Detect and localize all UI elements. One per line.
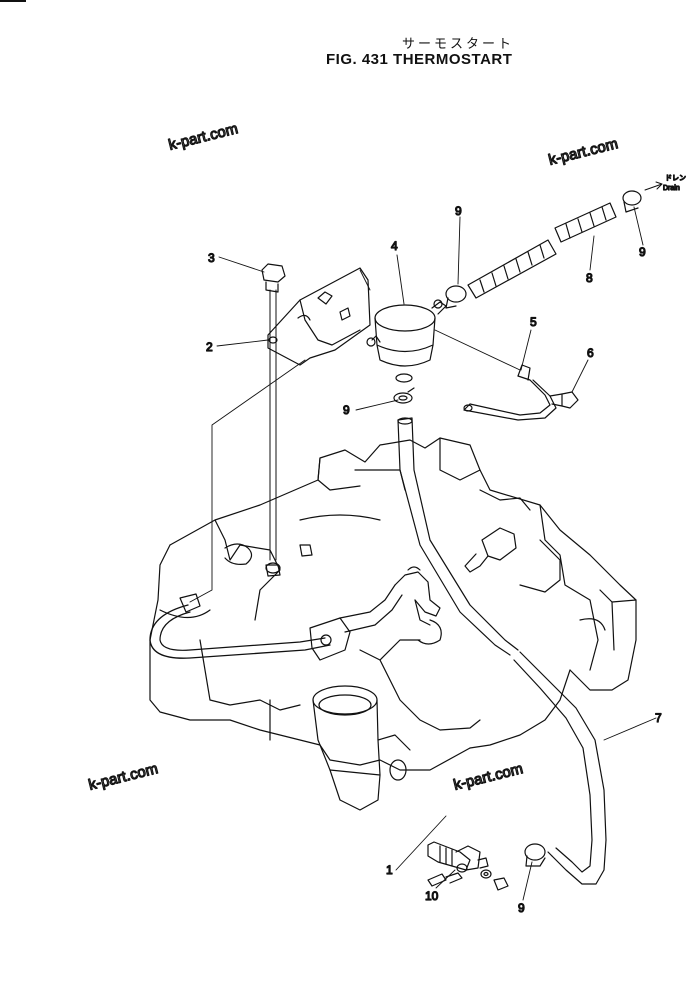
assembly-line: [359, 269, 371, 291]
bracket-part-2: [267, 267, 371, 366]
callout-leaders: [216, 206, 657, 901]
terminal-bolt-part-10: [427, 863, 509, 891]
callout-6: 6: [587, 346, 594, 360]
corner-mark: [0, 0, 26, 2]
water-outlet-housing: [312, 685, 411, 811]
callout-5: 5: [530, 315, 537, 329]
bolt-part-6: [549, 391, 579, 409]
callout-2: 2: [206, 340, 213, 354]
watermark: k-part.com: [547, 135, 620, 169]
hose-clamp-9-mid: [393, 387, 415, 404]
hose-part-7: [397, 417, 607, 885]
thermostart-sensor: [427, 841, 489, 871]
callout-10: 10: [425, 889, 439, 903]
fuel-cup-part-4: [366, 299, 447, 383]
engine-block: [149, 437, 637, 771]
hose-clamp-9-upper: [445, 285, 467, 309]
callout-9-top: 9: [639, 245, 646, 259]
watermark: k-part.com: [87, 760, 160, 794]
callout-4: 4: [391, 239, 398, 253]
hose-clamp-9-top: [622, 190, 642, 213]
drain-arrow-head: [655, 181, 663, 190]
hose-clamp-lower: [524, 843, 546, 867]
hose-part-8: [467, 202, 617, 299]
callout-8: 8: [586, 271, 593, 285]
bolt-hole: [265, 562, 281, 574]
callout-9-mid: 9: [343, 403, 350, 417]
callout-9-lower: 9: [518, 901, 525, 915]
callout-1: 1: [386, 863, 393, 877]
clamp-band-part-5: [463, 364, 557, 421]
watermark: k-part.com: [167, 120, 240, 154]
bolt-part-3: [261, 263, 286, 293]
callout-9-upper: 9: [455, 204, 462, 218]
callout-7: 7: [655, 711, 662, 725]
figure-title: FIG. 431 THERMOSTART: [326, 51, 513, 68]
fuel-line: [149, 527, 517, 661]
figure-title-japanese: サーモスタート: [402, 37, 515, 52]
drain-label-japanese: ドレン: [665, 175, 686, 182]
assembly-line: [189, 359, 306, 603]
assembly-line: [434, 329, 521, 371]
drain-arrow: [644, 183, 663, 191]
watermark: k-part.com: [452, 760, 525, 794]
drain-label: Drain: [663, 185, 680, 192]
callout-3: 3: [208, 251, 215, 265]
